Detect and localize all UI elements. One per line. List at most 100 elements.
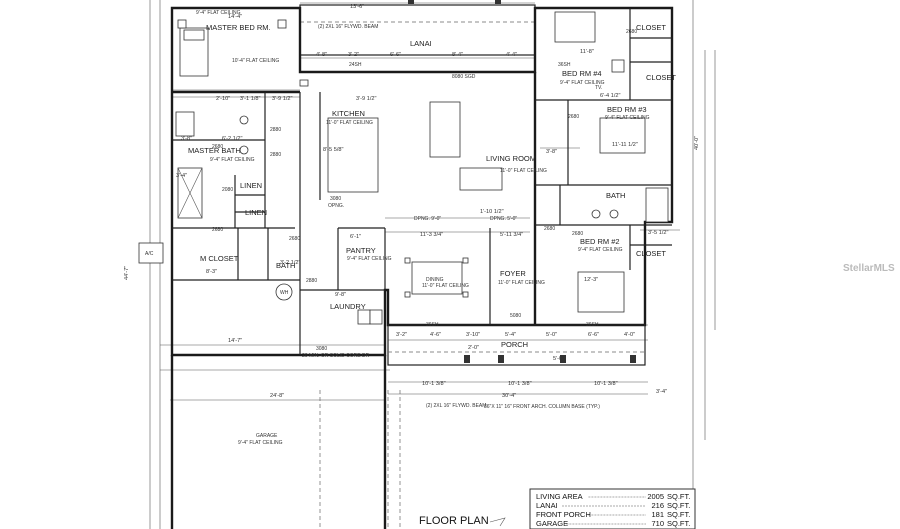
master-bed-ceiling: 9'-4" FLAT CEILING — [196, 10, 241, 16]
interior-walls — [172, 8, 672, 355]
watermark: StellarMLS — [843, 263, 895, 274]
dim-label: 3'-10" — [466, 332, 480, 338]
area-row-label: GARAGE — [536, 519, 568, 528]
laundry-label: LAUNDRY — [330, 302, 366, 311]
porch-area — [387, 324, 646, 366]
opening-label: 2680 — [544, 226, 555, 232]
bed2-dim: 12'-3" — [584, 277, 598, 283]
dim-label: 6'-2 1/2" — [222, 136, 242, 142]
dim-label: 6'-4 1/2" — [600, 93, 620, 99]
dim-label: 3'-2" — [348, 52, 359, 58]
opening-label: 2080 — [222, 187, 233, 193]
lanai-label: LANAI — [410, 39, 432, 48]
kitchen-label: KITCHEN — [332, 109, 365, 118]
living-room-label: LIVING ROOM — [486, 154, 536, 163]
bed3-ceiling: 9'-4" FLAT CEILING — [605, 115, 650, 121]
opening-label: 2680 — [572, 231, 583, 237]
opening-label: 3080 — [330, 196, 341, 202]
opening-label: TV. — [595, 85, 602, 91]
dim-label: 8'-3" — [206, 269, 217, 275]
living-room-ceiling: 11'-0" FLAT CEILING — [500, 168, 547, 174]
dim-label: 3'-4" — [176, 173, 187, 179]
dim-label: 14'-7" — [228, 338, 242, 344]
linen-label-1: LINEN — [240, 181, 262, 190]
opening-labels: 2680 2880 2880 2080 2680 2680 2880 3080 … — [212, 29, 637, 410]
dim-label-vertical: 44'-7" — [124, 266, 130, 280]
dim-label: 6'-6" — [588, 332, 599, 338]
exterior-walls — [170, 6, 674, 357]
area-row-value: 2005 — [647, 492, 664, 501]
foyer-ceiling: 11'-0" FLAT CEILING — [498, 280, 545, 286]
opening-label: 2680 — [626, 29, 637, 35]
opening-label: 2680 — [568, 114, 579, 120]
dim-label: 3'-8" — [546, 149, 557, 155]
dim-label: 10'-1 3/8" — [594, 381, 618, 387]
linen-label-2: LINEN — [245, 208, 267, 217]
plan-title: FLOOR PLAN — [419, 515, 489, 527]
opening-label: 36SH — [426, 322, 439, 328]
kitchen-ceiling: 11'-0" FLAT CEILING — [326, 120, 373, 126]
dim-label: 9'-8" — [335, 292, 346, 298]
area-row-unit: SQ.FT. — [667, 510, 690, 519]
dim-label: 3'-1 1/8" — [240, 96, 260, 102]
pantry-label: PANTRY — [346, 246, 376, 255]
opening-label: 24SH — [349, 62, 362, 68]
opening-label: 2680 — [212, 227, 223, 233]
foyer-label: FOYER — [500, 269, 526, 278]
opening-label: DPNG. 9'-0" — [414, 216, 441, 222]
opening-label: OPNG. — [328, 203, 344, 209]
master-bath-label: MASTER BATH — [188, 146, 241, 155]
opening-label: 20 MIN. OR SOLID CORE DR — [302, 353, 370, 359]
bed4-label: BED RM #4 — [562, 69, 602, 78]
dim-label: 2'-10" — [216, 96, 230, 102]
master-bed-label: MASTER BED RM. — [206, 23, 271, 32]
dim-label: 5'-0" — [546, 332, 557, 338]
master-bed-ceiling2: 10'-4" FLAT CEILING — [232, 58, 279, 64]
opening-label: 5080 — [510, 313, 521, 319]
dim-label: 30'-4" — [502, 393, 516, 399]
area-row-value: 181 — [651, 510, 664, 519]
dim-label: 3'-2" — [396, 332, 407, 338]
dim-label: 5'-11 3/4" — [500, 232, 523, 238]
bed2-ceiling: 9'-4" FLAT CEILING — [578, 247, 623, 253]
dim-label: 3'-2 1/2" — [280, 260, 300, 266]
lanai-beam: (2) 2XL 16" FLYWD. BEAM — [318, 24, 378, 30]
pantry-ceiling: 9'-4" FLAT CEILING — [347, 256, 392, 262]
dim-label: 11'-3 3/4" — [420, 232, 443, 238]
dim-label: 3'-8" — [181, 136, 192, 142]
garage-label: GARAGE — [256, 433, 278, 439]
garage-dim: 24'-8" — [270, 393, 284, 399]
area-row-label: FRONT PORCH — [536, 510, 591, 519]
living-room-door: 8080 SGD — [452, 74, 476, 80]
opening-label: 2680 — [289, 236, 300, 242]
opening-label: 2880 — [306, 278, 317, 284]
opening-label: 2880 — [270, 152, 281, 158]
area-row-value: 710 — [651, 519, 664, 528]
dim-label: 3'-9 1/2" — [356, 96, 376, 102]
bed2-label: BED RM #2 — [580, 237, 620, 246]
opening-label: 36SH — [558, 62, 571, 68]
dim-label: 1'-10 1/2" — [480, 209, 504, 215]
bed3-dim: 11'-11 1/2" — [612, 142, 638, 148]
m-closet-label: M CLOSET — [200, 254, 239, 263]
master-bed-dim: 14'-4" — [228, 14, 242, 20]
dim-label: 8'-4" — [452, 52, 463, 58]
area-row-unit: SQ.FT. — [667, 519, 690, 528]
dim-label: 10'-1 3/8" — [508, 381, 532, 387]
garage-walls — [170, 355, 401, 529]
bath2-label: BATH — [606, 191, 625, 200]
dim-label: 4'-6" — [430, 332, 441, 338]
lanai-dim: 13'-6" — [350, 4, 364, 10]
dim-label: 8'-5 5/8" — [323, 147, 343, 153]
dining-label: DINING — [426, 277, 444, 283]
dim-label-vertical: 40'-0" — [694, 136, 700, 150]
garage-ceiling: 9'-4" FLAT CEILING — [238, 440, 283, 446]
dim-label: 3'-4" — [656, 389, 667, 395]
dim-label: 10'-1 3/8" — [422, 381, 446, 387]
closet-label-2: CLOSET — [646, 73, 676, 82]
bed4-ceiling: 9'-4" FLAT CEILING — [560, 80, 605, 86]
dim-label: 5'-4" — [505, 332, 516, 338]
dim-label: 4'-0" — [624, 332, 635, 338]
closet-label-3: CLOSET — [636, 249, 666, 258]
